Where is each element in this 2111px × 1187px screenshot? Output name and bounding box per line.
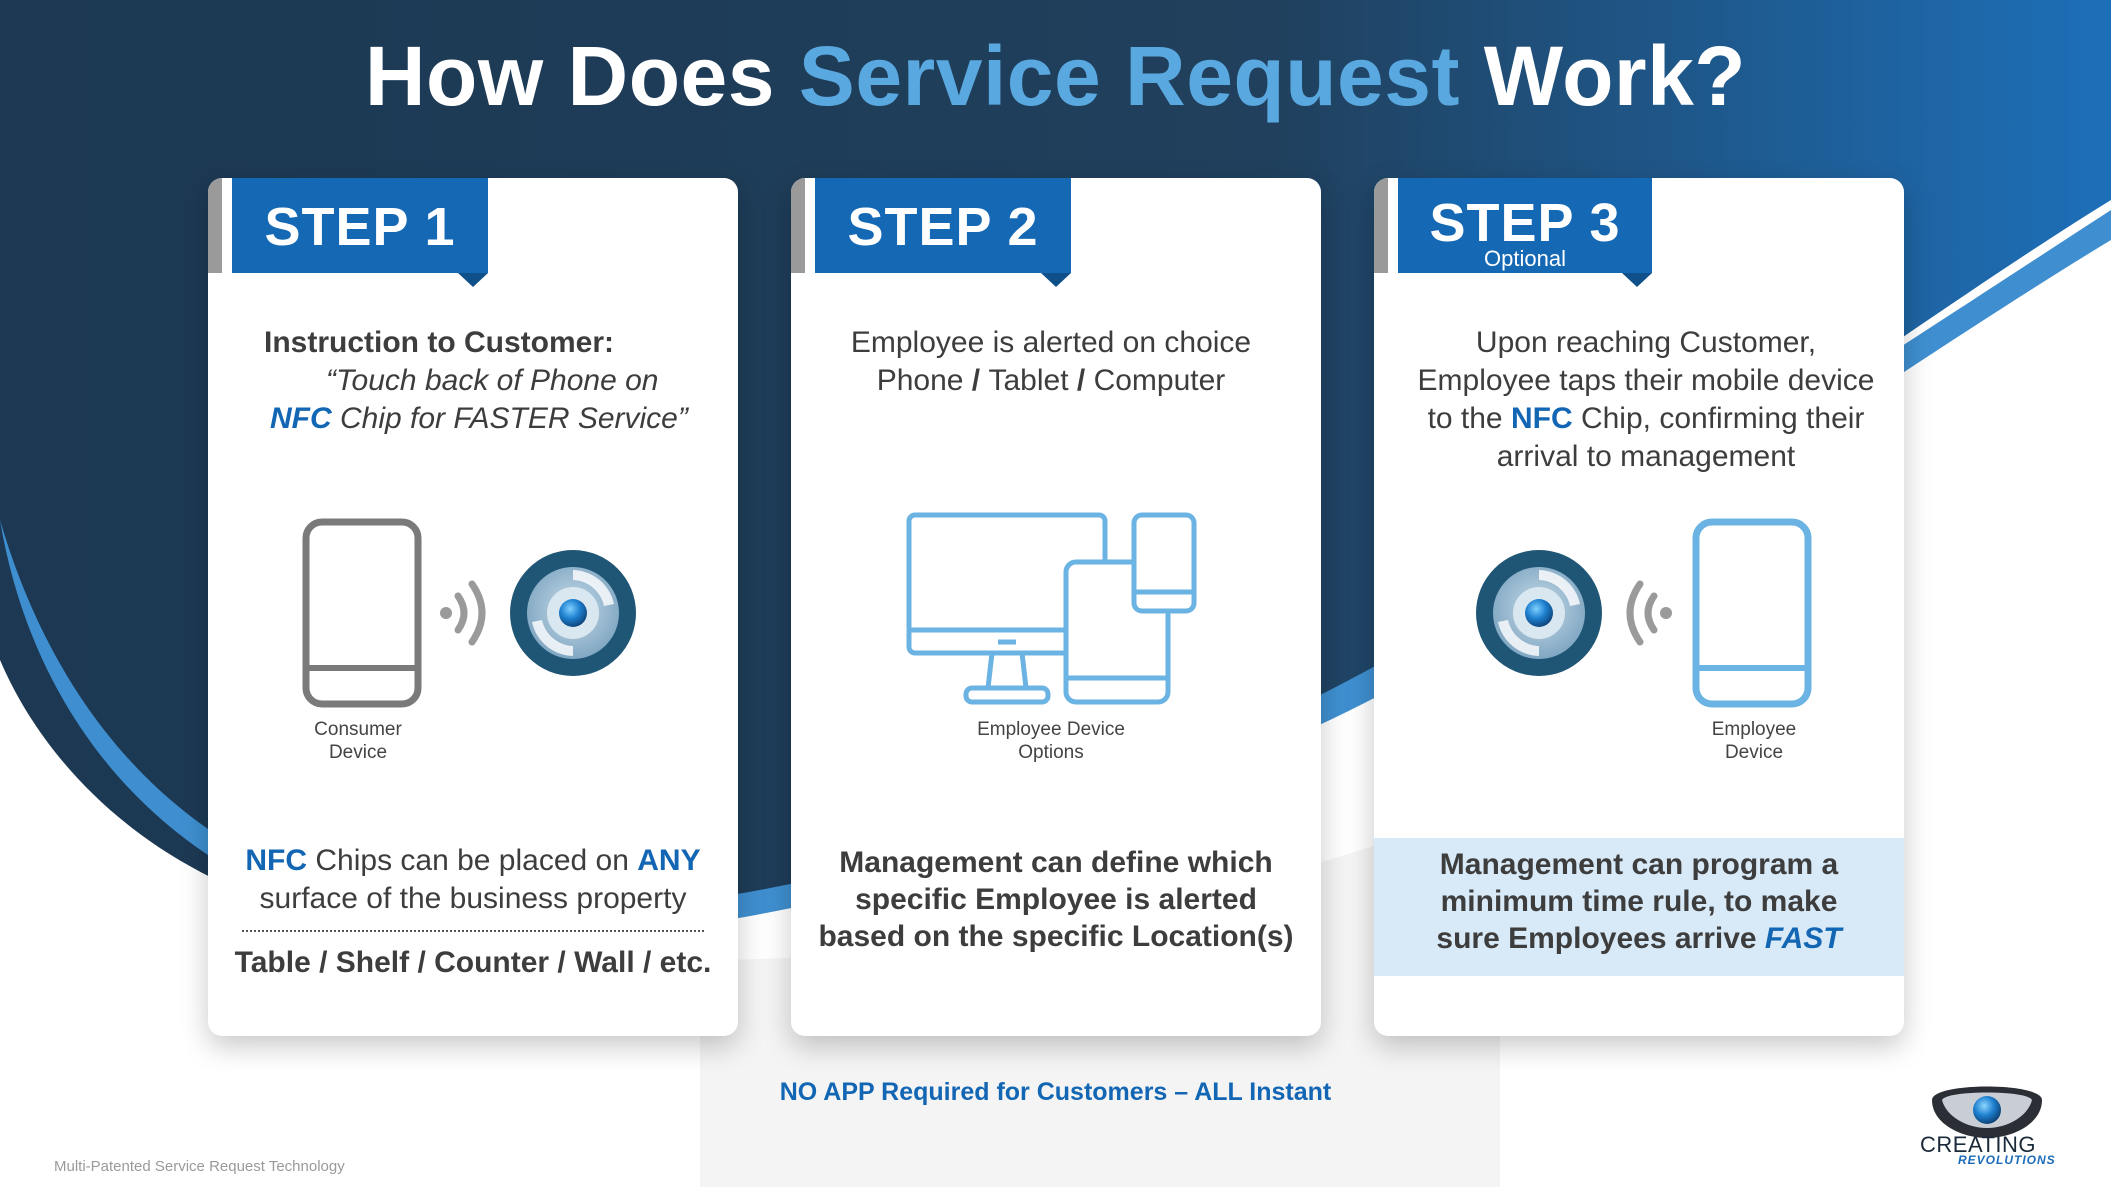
step-2-management-note: Management can define which specific Emp…: [791, 844, 1321, 955]
tab-notch: [1041, 273, 1071, 287]
patent-footnote: Multi-Patented Service Request Technolog…: [54, 1158, 345, 1175]
nfc-waves-icon: [1626, 580, 1672, 646]
fast-highlight: FAST: [1764, 922, 1842, 955]
title-suffix: Work?: [1459, 29, 1747, 123]
step-1-tab: STEP 1: [232, 178, 488, 287]
placement-mid: Chips can be placed on: [307, 844, 638, 877]
nfc-chip-icon: [1476, 550, 1602, 676]
step-3-tab: STEP 3 Optional: [1398, 178, 1652, 287]
caption-line1: Employee: [1711, 719, 1797, 740]
nfc-waves-icon: [440, 580, 486, 646]
note-line3: sure Employees arrive FAST: [1374, 920, 1904, 957]
instruction-heading: Instruction to Customer:: [264, 326, 614, 359]
nfc-highlight: NFC: [270, 402, 332, 435]
line3-pre: to the: [1427, 402, 1511, 435]
page-title: How Does Service Request Work?: [0, 28, 2111, 125]
employee-device-caption: Employee Device: [1664, 718, 1844, 764]
tab-notch: [1622, 273, 1652, 287]
step-1-label: STEP 1: [264, 197, 456, 257]
phone-outline-icon: [302, 518, 422, 708]
separator: /: [963, 364, 989, 397]
note-line1: Management can define which: [839, 846, 1273, 879]
phone-outline-icon: [1692, 518, 1812, 708]
placement-list: Table / Shelf / Counter / Wall / etc.: [234, 946, 712, 979]
step-3-description: Upon reaching Customer, Employee taps th…: [1386, 324, 1904, 476]
placement-line1: NFC Chips can be placed on ANY: [218, 842, 728, 880]
caption-line1: Employee Device: [977, 719, 1125, 740]
step-3-sublabel: Optional: [1484, 246, 1566, 271]
note-line2: specific Employee is alerted: [855, 883, 1257, 916]
description-line1: Employee is alerted on choice: [850, 326, 1252, 359]
caption-line2: Device: [1724, 742, 1784, 763]
description-line3: to the NFC Chip, confirming their: [1386, 400, 1904, 438]
instruction-quote-line2: NFC Chip for FASTER Service”: [228, 400, 708, 438]
description-line2: Phone / Tablet / Computer: [791, 362, 1311, 400]
step-2-label: STEP 2: [847, 197, 1039, 257]
step-3-highlight-box: [1374, 838, 1904, 976]
step-2-description: Employee is alerted on choice Phone / Ta…: [791, 324, 1311, 400]
step-1-card: STEP 1 Instruction to Customer: “Touch b…: [208, 178, 738, 1036]
nfc-highlight: NFC: [1510, 402, 1573, 435]
step-2-tab: STEP 2: [815, 178, 1071, 287]
caption-line2: Options: [1018, 742, 1084, 763]
card-accent-bar: [791, 178, 805, 273]
title-prefix: How Does: [364, 29, 799, 123]
description-line1: Upon reaching Customer,: [1475, 326, 1817, 359]
step-3-card: STEP 3 Optional Upon reaching Customer, …: [1374, 178, 1904, 1036]
option-phone: Phone: [876, 364, 964, 397]
card-accent-bar: [1374, 178, 1388, 273]
placement-line2: surface of the business property: [259, 882, 687, 915]
caption-line1: Consumer: [314, 719, 402, 740]
note-line3-pre: sure Employees arrive: [1436, 922, 1765, 955]
instruction-quote-line1: “Touch back of Phone on: [326, 364, 659, 397]
instruction-quote-rest: Chip for FASTER Service”: [331, 402, 688, 435]
nfc-chip-icon: [510, 550, 636, 676]
note-line1: Management can program a: [1439, 848, 1839, 881]
note-line3: based on the specific Location(s): [818, 920, 1294, 953]
tab-notch: [458, 273, 488, 287]
logo-text-revolutions: REVOLUTIONS: [1958, 1153, 2056, 1167]
step-3-label: STEP 3: [1429, 193, 1621, 253]
option-tablet: Tablet: [988, 364, 1069, 397]
creating-revolutions-logo-icon: [1932, 1086, 2042, 1138]
no-app-required-banner: NO APP Required for Customers – ALL Inst…: [779, 1078, 1332, 1106]
description-line4: arrival to management: [1496, 440, 1796, 473]
employee-device-options-caption: Employee Device Options: [941, 718, 1161, 764]
consumer-device-caption: Consumer Device: [268, 718, 448, 764]
separator: /: [1068, 364, 1094, 397]
line3-post: Chip, confirming their: [1572, 402, 1865, 435]
description-line2: Employee taps their mobile device: [1417, 364, 1875, 397]
dotted-divider: [242, 930, 704, 932]
card-accent-bar: [208, 178, 222, 273]
computer-tablet-phone-icon: [906, 512, 1197, 705]
note-line2: minimum time rule, to make: [1440, 885, 1838, 918]
nfc-highlight: NFC: [245, 844, 308, 877]
title-accent: Service Request: [798, 29, 1460, 123]
step-1-placement-note: NFC Chips can be placed on ANY surface o…: [218, 842, 728, 918]
option-computer: Computer: [1093, 364, 1226, 397]
step-1-instruction: Instruction to Customer: “Touch back of …: [228, 324, 708, 438]
any-highlight: ANY: [637, 844, 701, 877]
step-2-card: STEP 2 Employee is alerted on choice Pho…: [791, 178, 1321, 1036]
step-3-management-note: Management can program a minimum time ru…: [1374, 846, 1904, 957]
caption-line2: Device: [328, 742, 388, 763]
logo-text-creating: CREATING: [1920, 1132, 2037, 1157]
